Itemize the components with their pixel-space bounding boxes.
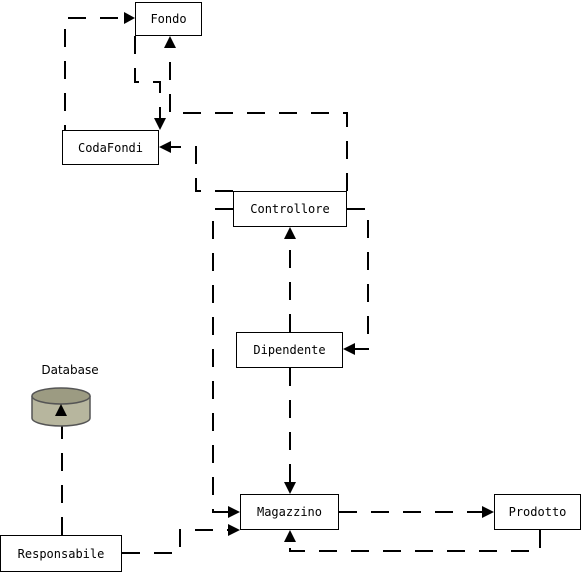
arrowhead-into-magazzino-top — [284, 482, 296, 494]
arrowhead-into-codafondi-right — [159, 141, 171, 153]
node-prodotto[interactable]: Prodotto — [494, 494, 581, 530]
edge-controllore-dipendente — [347, 208, 369, 350]
arrowhead-into-dipendente-right — [343, 343, 355, 355]
database-label: Database — [41, 363, 99, 377]
arrowhead-into-prodotto-left — [482, 506, 494, 518]
arrowhead-into-magazzino-bottom — [284, 530, 296, 542]
edge-fondo-codafondi — [134, 36, 161, 122]
edge-fondo-codafondi-loop — [64, 17, 128, 143]
arrowhead-into-fondo-bottom — [164, 36, 176, 48]
database-top — [31, 387, 91, 405]
arrowhead-into-magazzino-from-controllore — [228, 506, 240, 518]
node-codafondi[interactable]: CodaFondi — [62, 130, 159, 165]
node-dipendente[interactable]: Dipendente — [236, 332, 343, 368]
arrowhead-into-fondo-left — [124, 12, 135, 24]
arrowhead-into-codafondi-top — [154, 118, 166, 130]
edge-prodotto-magazzino — [289, 530, 541, 552]
node-controllore[interactable]: Controllore — [233, 191, 347, 227]
edge-responsabile-magazzino — [122, 529, 231, 554]
edge-controllore-magazzino — [212, 208, 233, 513]
arrowhead-into-magazzino-from-responsabile — [228, 524, 240, 536]
node-magazzino[interactable]: Magazzino — [240, 494, 339, 530]
edge-controllore-codafondi — [168, 146, 233, 192]
edge-controllore-fondo — [169, 45, 348, 191]
database-icon[interactable] — [30, 386, 92, 430]
node-fondo[interactable]: Fondo — [135, 2, 202, 36]
arrowhead-into-controllore-bottom — [284, 227, 296, 239]
database-arrowhead — [55, 404, 67, 416]
node-responsabile[interactable]: Responsabile — [0, 535, 122, 572]
